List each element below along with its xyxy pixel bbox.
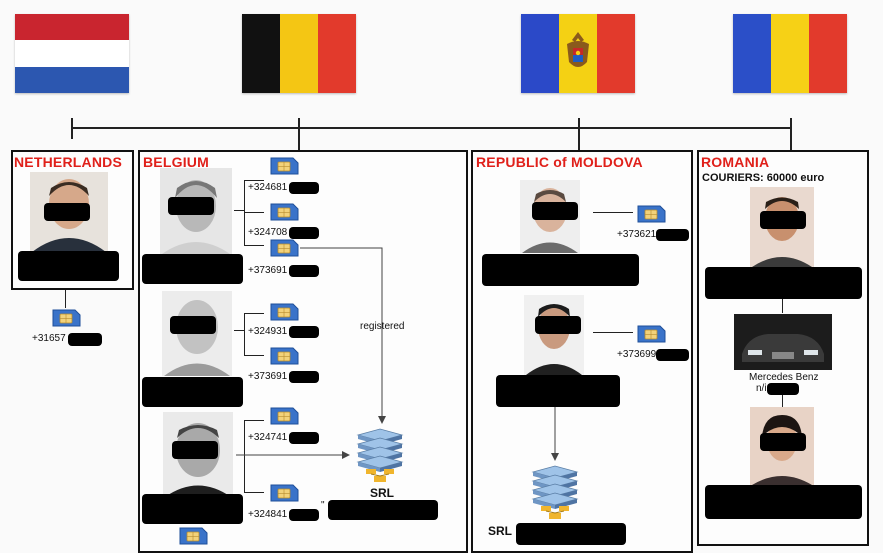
moldova-arrow <box>551 407 559 461</box>
be2-branch <box>234 330 244 331</box>
connector-tick-md <box>578 118 580 150</box>
redaction-eyes-be2 <box>170 316 216 334</box>
phone-be1: +324681 <box>248 182 288 193</box>
belgium-flag <box>242 14 356 93</box>
sim-card-icon <box>636 205 666 223</box>
sim-card-icon <box>269 347 299 365</box>
redaction-eyes-md1 <box>532 202 578 220</box>
redaction-phone <box>289 182 319 194</box>
phone-md2: +373699 <box>617 349 657 360</box>
server-icon <box>525 462 585 522</box>
be3-branch-a <box>244 420 264 421</box>
be1-vertical <box>244 180 245 246</box>
sim-card-icon <box>269 157 299 175</box>
registered-label: registered <box>360 321 405 332</box>
srl-quote-belgium: " <box>321 500 325 511</box>
connector-tick-nl <box>71 118 73 139</box>
sim-card-icon <box>269 239 299 257</box>
redaction-phone <box>289 371 319 383</box>
redaction-eyes-be3 <box>172 441 218 459</box>
redaction-phone <box>656 229 689 241</box>
phone-be2: +324708 <box>248 227 288 238</box>
redaction-phone <box>289 265 319 277</box>
sim-card-icon <box>178 527 208 545</box>
redaction-name-ro2 <box>705 485 862 519</box>
registered-arrows <box>236 247 386 459</box>
be1-branch <box>234 210 244 211</box>
moldova-label: REPUBLIC of MOLDOVA <box>476 154 643 170</box>
redaction-name-md2 <box>496 375 620 407</box>
redaction-name-be3 <box>142 494 243 524</box>
redaction-phone-nl <box>68 333 102 346</box>
phone-be3: +373691 <box>248 265 288 276</box>
be3-branch-b <box>244 492 264 493</box>
ro-link-1 <box>782 299 783 313</box>
romania-flag <box>733 14 847 93</box>
sim-card-icon <box>269 484 299 502</box>
phone-be7: +324841 <box>248 509 288 520</box>
be1-branch-a <box>244 180 264 181</box>
server-icon <box>350 425 410 485</box>
redaction-eyes-md2 <box>535 316 581 334</box>
sim-card-icon <box>269 407 299 425</box>
redaction-phone <box>289 432 319 444</box>
redaction-phone <box>289 509 319 521</box>
car-plate: n/i <box>756 383 767 394</box>
redaction-eyes-nl <box>44 203 90 221</box>
redaction-eyes-be1 <box>168 197 214 215</box>
be1-branch-c <box>244 245 264 246</box>
redaction-name-ro1 <box>705 267 862 299</box>
phone-nl: +31657 <box>32 333 66 344</box>
moldova-flag <box>521 14 635 93</box>
redaction-name-be1 <box>142 254 243 284</box>
connector-tick-be <box>298 118 300 150</box>
be3-vertical <box>244 420 245 492</box>
car-photo <box>734 314 832 370</box>
srl-label-belgium: SRL <box>370 486 394 500</box>
redaction-srl-moldova <box>516 523 626 545</box>
moldova-coat-of-arms-icon <box>567 32 589 67</box>
redaction-name-md1 <box>482 254 639 286</box>
romania-label: ROMANIA <box>701 154 770 170</box>
md1-branch <box>593 212 633 213</box>
be1-branch-b <box>244 212 264 213</box>
nl-phone-link <box>65 290 66 308</box>
sim-card-icon <box>269 203 299 221</box>
srl-label-moldova: SRL <box>488 524 512 538</box>
be2-vertical <box>244 313 245 355</box>
phone-be5: +373691 <box>248 371 288 382</box>
redaction-eyes-ro2 <box>760 433 806 451</box>
phone-be4: +324931 <box>248 326 288 337</box>
redaction-srl-belgium <box>328 500 438 520</box>
sim-card-icon <box>51 309 81 327</box>
belgium-label: BELGIUM <box>143 154 209 170</box>
redaction-name-be2 <box>142 377 243 407</box>
netherlands-flag <box>15 14 129 93</box>
connector-tick-ro <box>790 118 792 150</box>
phone-be6: +324741 <box>248 432 288 443</box>
suspect-photo-md2 <box>524 295 584 375</box>
redaction-phone <box>656 349 689 361</box>
sim-card-icon <box>269 303 299 321</box>
redaction-car-plate <box>767 383 799 395</box>
redaction-phone <box>289 227 319 239</box>
ro-link-2 <box>782 395 783 407</box>
redaction-eyes-ro1 <box>760 211 806 229</box>
redaction-phone <box>289 326 319 338</box>
couriers-label: COURIERS: 60000 euro <box>702 172 825 184</box>
car-name: Mercedes Benz <box>749 372 819 383</box>
redaction-name-nl <box>18 251 119 281</box>
be2-branch-a <box>244 313 264 314</box>
be2-branch-b <box>244 355 264 356</box>
phone-md1: +373621 <box>617 229 657 240</box>
netherlands-label: NETHERLANDS <box>14 154 122 170</box>
connector-line <box>72 127 791 129</box>
sim-card-icon <box>636 325 666 343</box>
md2-branch <box>593 332 633 333</box>
